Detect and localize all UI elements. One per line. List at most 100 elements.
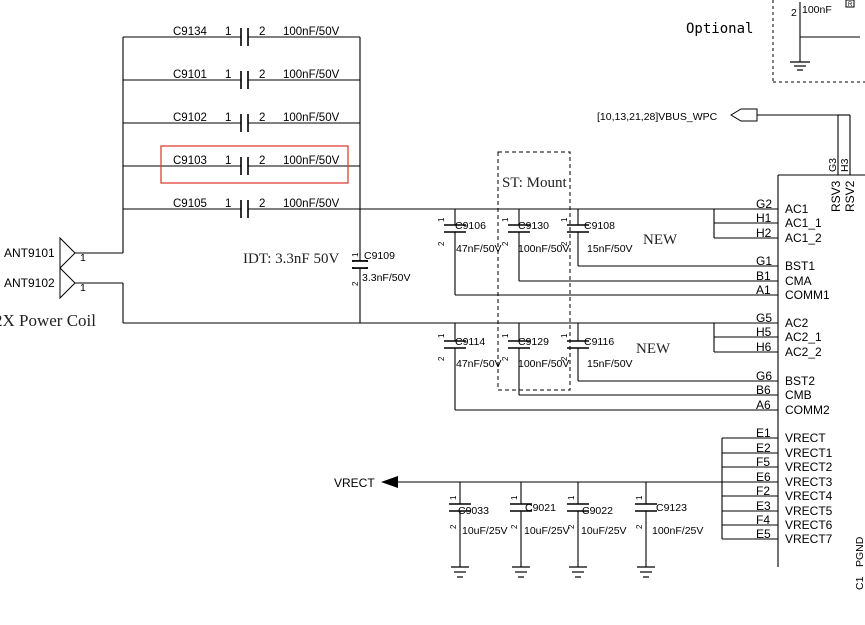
highlight-box <box>160 145 349 184</box>
cap-value-c9130: 100nF/50V <box>518 243 569 255</box>
pin-mark: 1 <box>351 252 360 257</box>
pin-mark: 2 <box>437 241 446 246</box>
ic-pin-name: AC2 <box>785 316 809 330</box>
capacitor-c9134[interactable]: C9134 1 2 100nF/50V <box>123 26 360 46</box>
cap-value: 10uF/25V <box>462 525 508 537</box>
optional-box: Optional 100nF 2 R <box>686 0 865 83</box>
ic-pin-bst1[interactable]: G1 BST1 <box>750 254 815 273</box>
ic-pgnd-label: PGND <box>854 536 865 567</box>
cap-pin-1: 1 <box>225 69 231 81</box>
antenna-pin: 1 <box>80 282 86 294</box>
ic-pin-number: H5 <box>756 325 772 339</box>
pin-mark: 1 <box>449 495 458 500</box>
antenna-pin: 1 <box>80 252 86 264</box>
cap-ref: C9033 <box>458 505 489 517</box>
cap-pin-2: 2 <box>259 155 265 167</box>
pin-mark: 1 <box>501 217 510 222</box>
cap-ref: C9105 <box>173 198 207 210</box>
cap-value-c9106: 47nF/50V <box>456 243 502 255</box>
optional-mark: R <box>848 2 853 8</box>
cap-ref: C9123 <box>656 502 687 514</box>
cap-pin-2: 2 <box>259 198 265 210</box>
vrect-bus: VRECT <box>334 438 723 539</box>
antenna-ant9101[interactable]: ANT9101 1 <box>4 236 123 270</box>
capacitor-c9123[interactable]: C9123 100nF/25V <box>635 502 703 567</box>
ic-pin-name: AC1 <box>785 202 809 216</box>
ic-pin-name: VRECT2 <box>785 460 833 474</box>
cap-value-c9116: 15nF/50V <box>587 358 633 370</box>
cap-value: 100nF/50V <box>283 69 340 81</box>
pin-mark: 1 <box>437 333 446 338</box>
cap-ref-c9129: C9129 <box>518 336 549 348</box>
ic-pin-number: G2 <box>756 197 772 211</box>
ic-pin-number: G6 <box>756 369 772 383</box>
top-capacitor-bank: C9134 1 2 100nF/50V C9101 1 2 100nF/50V … <box>122 26 361 323</box>
ac-bus-rails <box>713 209 778 353</box>
antenna-ant9102[interactable]: ANT9102 1 <box>4 266 124 323</box>
ic-pin-number: B1 <box>756 269 771 283</box>
pin-mark: 2 <box>560 356 569 361</box>
ic-pin-ac2-1[interactable]: H5 AC2_1 <box>750 325 822 344</box>
pin-mark: 1 <box>437 217 446 222</box>
ic-pin-vrect2[interactable]: F5 VRECT2 <box>722 455 833 474</box>
ic-pin-name: BST1 <box>785 259 815 273</box>
ic-pin-name: COMM2 <box>785 403 830 417</box>
ic-pin-number: G1 <box>756 254 772 268</box>
cap-value: 100nF/50V <box>283 112 340 124</box>
pin-mark: 2 <box>567 524 576 529</box>
ic-pin-number: H1 <box>756 211 772 225</box>
capacitor-c9101[interactable]: C9101 1 2 100nF/50V <box>123 69 360 89</box>
ic-pin-number: A1 <box>756 283 771 297</box>
coil-label: 2X Power Coil <box>0 311 96 330</box>
capacitor-c9033[interactable]: C9033 10uF/25V <box>449 503 508 567</box>
optional-label: Optional <box>686 21 753 37</box>
pin-mark: 1 <box>560 217 569 222</box>
cap-ref: C9103 <box>173 155 207 167</box>
ic-chip: G3 H3 RSV3 RSV2 PGND C1 <box>777 158 865 590</box>
pin-mark: 1 <box>510 495 519 500</box>
vrect-label: VRECT <box>334 476 375 490</box>
cap-value: 100nF/25V <box>652 525 703 537</box>
cap-ref-c9116: C9116 <box>584 336 614 348</box>
pin-mark: 2 <box>351 281 360 286</box>
pin-mark: 2 <box>510 524 519 529</box>
capacitor-c9105[interactable]: C9105 1 2 100nF/50V <box>123 198 360 218</box>
ic-pin-number: H6 <box>756 340 772 354</box>
capacitor-c9103[interactable]: C9103 1 2 100nF/50V <box>123 155 360 175</box>
ic-pin-num-h3: H3 <box>839 158 851 172</box>
idt-label: IDT: 3.3nF 50V <box>243 251 340 267</box>
bottom-cap-group: C9033 10uF/25V C9021 10uF/25V C9022 10uF… <box>449 482 703 578</box>
antenna-ref: ANT9101 <box>4 246 55 260</box>
cap-ref-c9108: C9108 <box>584 220 615 232</box>
ic-pin-name: AC2_1 <box>785 330 822 344</box>
ic-pin-number: G5 <box>756 311 772 325</box>
capacitor-c9022[interactable]: C9022 10uF/25V <box>567 503 627 567</box>
cap-ref: C9109 <box>364 250 395 262</box>
capacitor-c9102[interactable]: C9102 1 2 100nF/50V <box>123 112 360 132</box>
ic-pin-number: E5 <box>756 527 771 541</box>
ic-pin-number: E2 <box>756 441 771 455</box>
antenna-ref: ANT9102 <box>4 276 55 290</box>
cap-value-c9108: 15nF/50V <box>587 243 633 255</box>
ic-pin-number: F4 <box>756 513 770 527</box>
pin-mark: 2 <box>437 356 446 361</box>
ic-pin-number: F5 <box>756 455 770 469</box>
cap-value-c9129: 100nF/50V <box>518 358 569 370</box>
capacitor-c9021[interactable]: C9021 10uF/25V <box>510 502 570 567</box>
vbus-label: [10,13,21,28]VBUS_WPC <box>597 111 718 123</box>
ic-pin-name: VRECT <box>785 431 826 445</box>
cap-ref: C9102 <box>173 112 207 124</box>
cap-ref: C9134 <box>173 26 207 38</box>
pin-mark: 2 <box>501 241 510 246</box>
